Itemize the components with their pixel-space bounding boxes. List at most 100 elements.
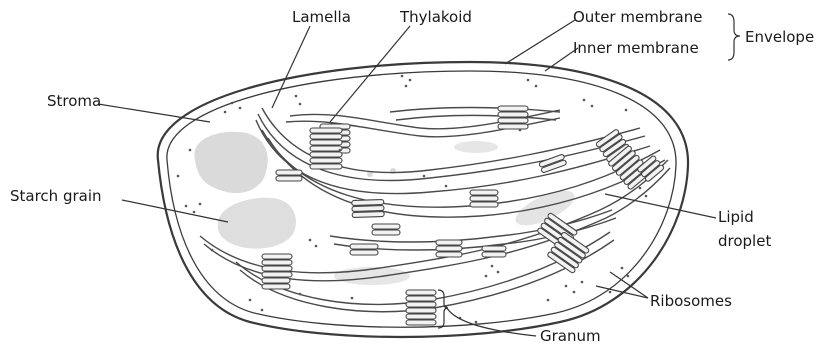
thylakoid-disc	[310, 128, 342, 133]
ribosome-dot	[527, 79, 530, 82]
thylakoid-disc	[310, 134, 342, 139]
ribosome-dot	[199, 203, 202, 206]
thylakoid-disc	[350, 250, 378, 255]
label-thylakoid: Thylakoid	[399, 8, 472, 26]
ribosome-dot	[535, 85, 538, 88]
thylakoid-disc	[352, 205, 384, 211]
thylakoid-disc	[310, 164, 342, 169]
granum-stack	[498, 106, 528, 129]
label-granum: Granum	[540, 327, 601, 345]
granum-stack	[436, 240, 462, 257]
granum-stack	[262, 254, 292, 277]
label-ribosomes: Ribosomes	[650, 292, 732, 310]
ribosome-dot	[231, 102, 234, 105]
thylakoid-disc	[262, 260, 292, 265]
ribosome-dot	[295, 95, 298, 98]
thylakoid-disc	[470, 202, 498, 207]
ribosome-dot	[185, 205, 188, 208]
thylakoid-disc	[406, 320, 436, 325]
thylakoid-disc	[352, 211, 384, 217]
thylakoid-disc	[436, 252, 462, 257]
ribosome-dot	[224, 111, 227, 114]
thylakoid-disc	[406, 302, 436, 307]
ribosome-dot	[211, 249, 214, 252]
thylakoid-disc	[498, 124, 528, 129]
thylakoid-disc	[352, 199, 384, 205]
thylakoid-disc	[482, 252, 506, 257]
granum-stack	[310, 128, 342, 169]
granum-stack	[276, 170, 302, 181]
ribosome-dot	[573, 291, 576, 294]
starch-grain-1	[194, 132, 267, 193]
granum-bracket	[438, 290, 448, 328]
ribosome-dot	[445, 185, 448, 188]
thylakoid-disc	[470, 190, 498, 195]
ribosome-dot	[591, 105, 594, 108]
ribosome-dot	[261, 309, 264, 312]
thylakoid-disc	[436, 240, 462, 245]
thylakoid-disc	[350, 244, 378, 249]
thylakoid-disc	[498, 112, 528, 117]
thylakoid-disc	[262, 266, 292, 271]
thylakoid-disc	[406, 296, 436, 301]
thylakoid-disc	[262, 272, 292, 277]
ribosome-dot	[547, 299, 550, 302]
granum-stack	[352, 199, 385, 217]
thylakoid-disc	[262, 278, 290, 283]
ribosome-dot	[627, 275, 630, 278]
thylakoid-disc	[470, 196, 498, 201]
ribosome-dot	[625, 109, 628, 112]
ribosome-dot	[299, 293, 302, 296]
label-stroma: Stroma	[47, 92, 101, 110]
ribosome-dot	[315, 245, 318, 248]
thylakoid-disc	[310, 152, 342, 157]
envelope-bracket	[728, 14, 740, 60]
label-lipid: Lipid	[718, 208, 754, 226]
ribosome-dot	[581, 281, 584, 284]
ribosome-dot	[239, 107, 242, 110]
ribosome-dot	[401, 75, 404, 78]
thylakoid-disc	[262, 254, 292, 259]
ribosome-dot	[339, 149, 342, 152]
label-starch-grain: Starch grain	[10, 187, 102, 205]
thylakoid-disc	[498, 118, 528, 123]
ribosome-dot	[491, 265, 494, 268]
thylakoid-disc	[310, 146, 342, 151]
label-inner-membrane: Inner membrane	[573, 39, 699, 57]
ribosome-dot	[609, 291, 612, 294]
label-lamella: Lamella	[292, 8, 351, 26]
thylakoid-disc	[406, 314, 436, 319]
ribosome-dot	[497, 271, 500, 274]
thylakoid-disc	[436, 246, 462, 251]
thylakoid-disc	[372, 230, 400, 235]
thylakoid-disc	[310, 158, 342, 163]
ribosome-dot	[409, 79, 412, 82]
granum-stack	[482, 246, 506, 257]
ribosome-dot	[423, 175, 426, 178]
granum-stack	[262, 278, 290, 289]
thylakoid-disc	[406, 290, 436, 295]
label-outer-membrane: Outer membrane	[573, 8, 702, 26]
thylakoid-disc	[372, 224, 400, 229]
ribosome-dot	[193, 211, 196, 214]
ribosome-dot	[189, 149, 192, 152]
ribosome-dot	[177, 175, 180, 178]
ribosome-dot	[351, 297, 354, 300]
ribosome-dot	[645, 195, 648, 198]
ribosome-dot	[583, 99, 586, 102]
ribosome-dot	[519, 129, 522, 132]
granum-stack	[350, 244, 378, 255]
thylakoid-disc	[262, 284, 290, 289]
ribosome-dot	[475, 321, 478, 324]
granum-stack	[470, 190, 498, 207]
label-envelope: Envelope	[745, 28, 814, 46]
ribosome-dot	[565, 285, 568, 288]
ribosomes-dots	[177, 75, 648, 324]
ribosome-dot	[621, 267, 624, 270]
ribosome-dot	[405, 85, 408, 88]
grana	[262, 106, 665, 325]
ribosome-dot	[299, 103, 302, 106]
thylakoid-disc	[498, 106, 528, 111]
